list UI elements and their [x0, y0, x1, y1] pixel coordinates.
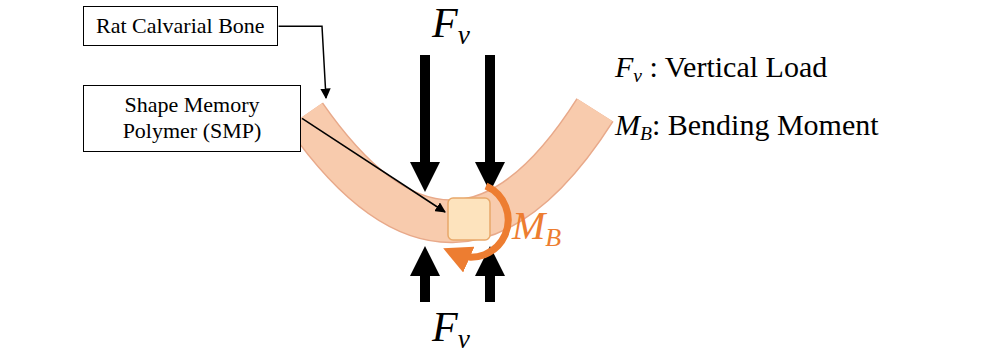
force-symbol: Fv [432, 2, 470, 44]
leader-line [302, 118, 445, 212]
key-entry: MB: Bending Moment [615, 110, 879, 140]
load-arrow [475, 55, 505, 192]
box-text: Shape Memory Polymer (SMP) [96, 92, 288, 145]
force-symbol: Fv [432, 306, 470, 348]
load-arrow [410, 246, 440, 302]
moment-arrow [456, 186, 508, 257]
box-text: Rat Calvarial Bone [96, 13, 265, 39]
label-box: Shape Memory Polymer (SMP) [83, 85, 301, 152]
moment-symbol: MB [512, 206, 561, 246]
key-entry: Fv : Vertical Load [615, 52, 827, 82]
smp-block [448, 198, 490, 240]
load-arrow [410, 55, 440, 192]
label-box: Rat Calvarial Bone [83, 6, 278, 46]
